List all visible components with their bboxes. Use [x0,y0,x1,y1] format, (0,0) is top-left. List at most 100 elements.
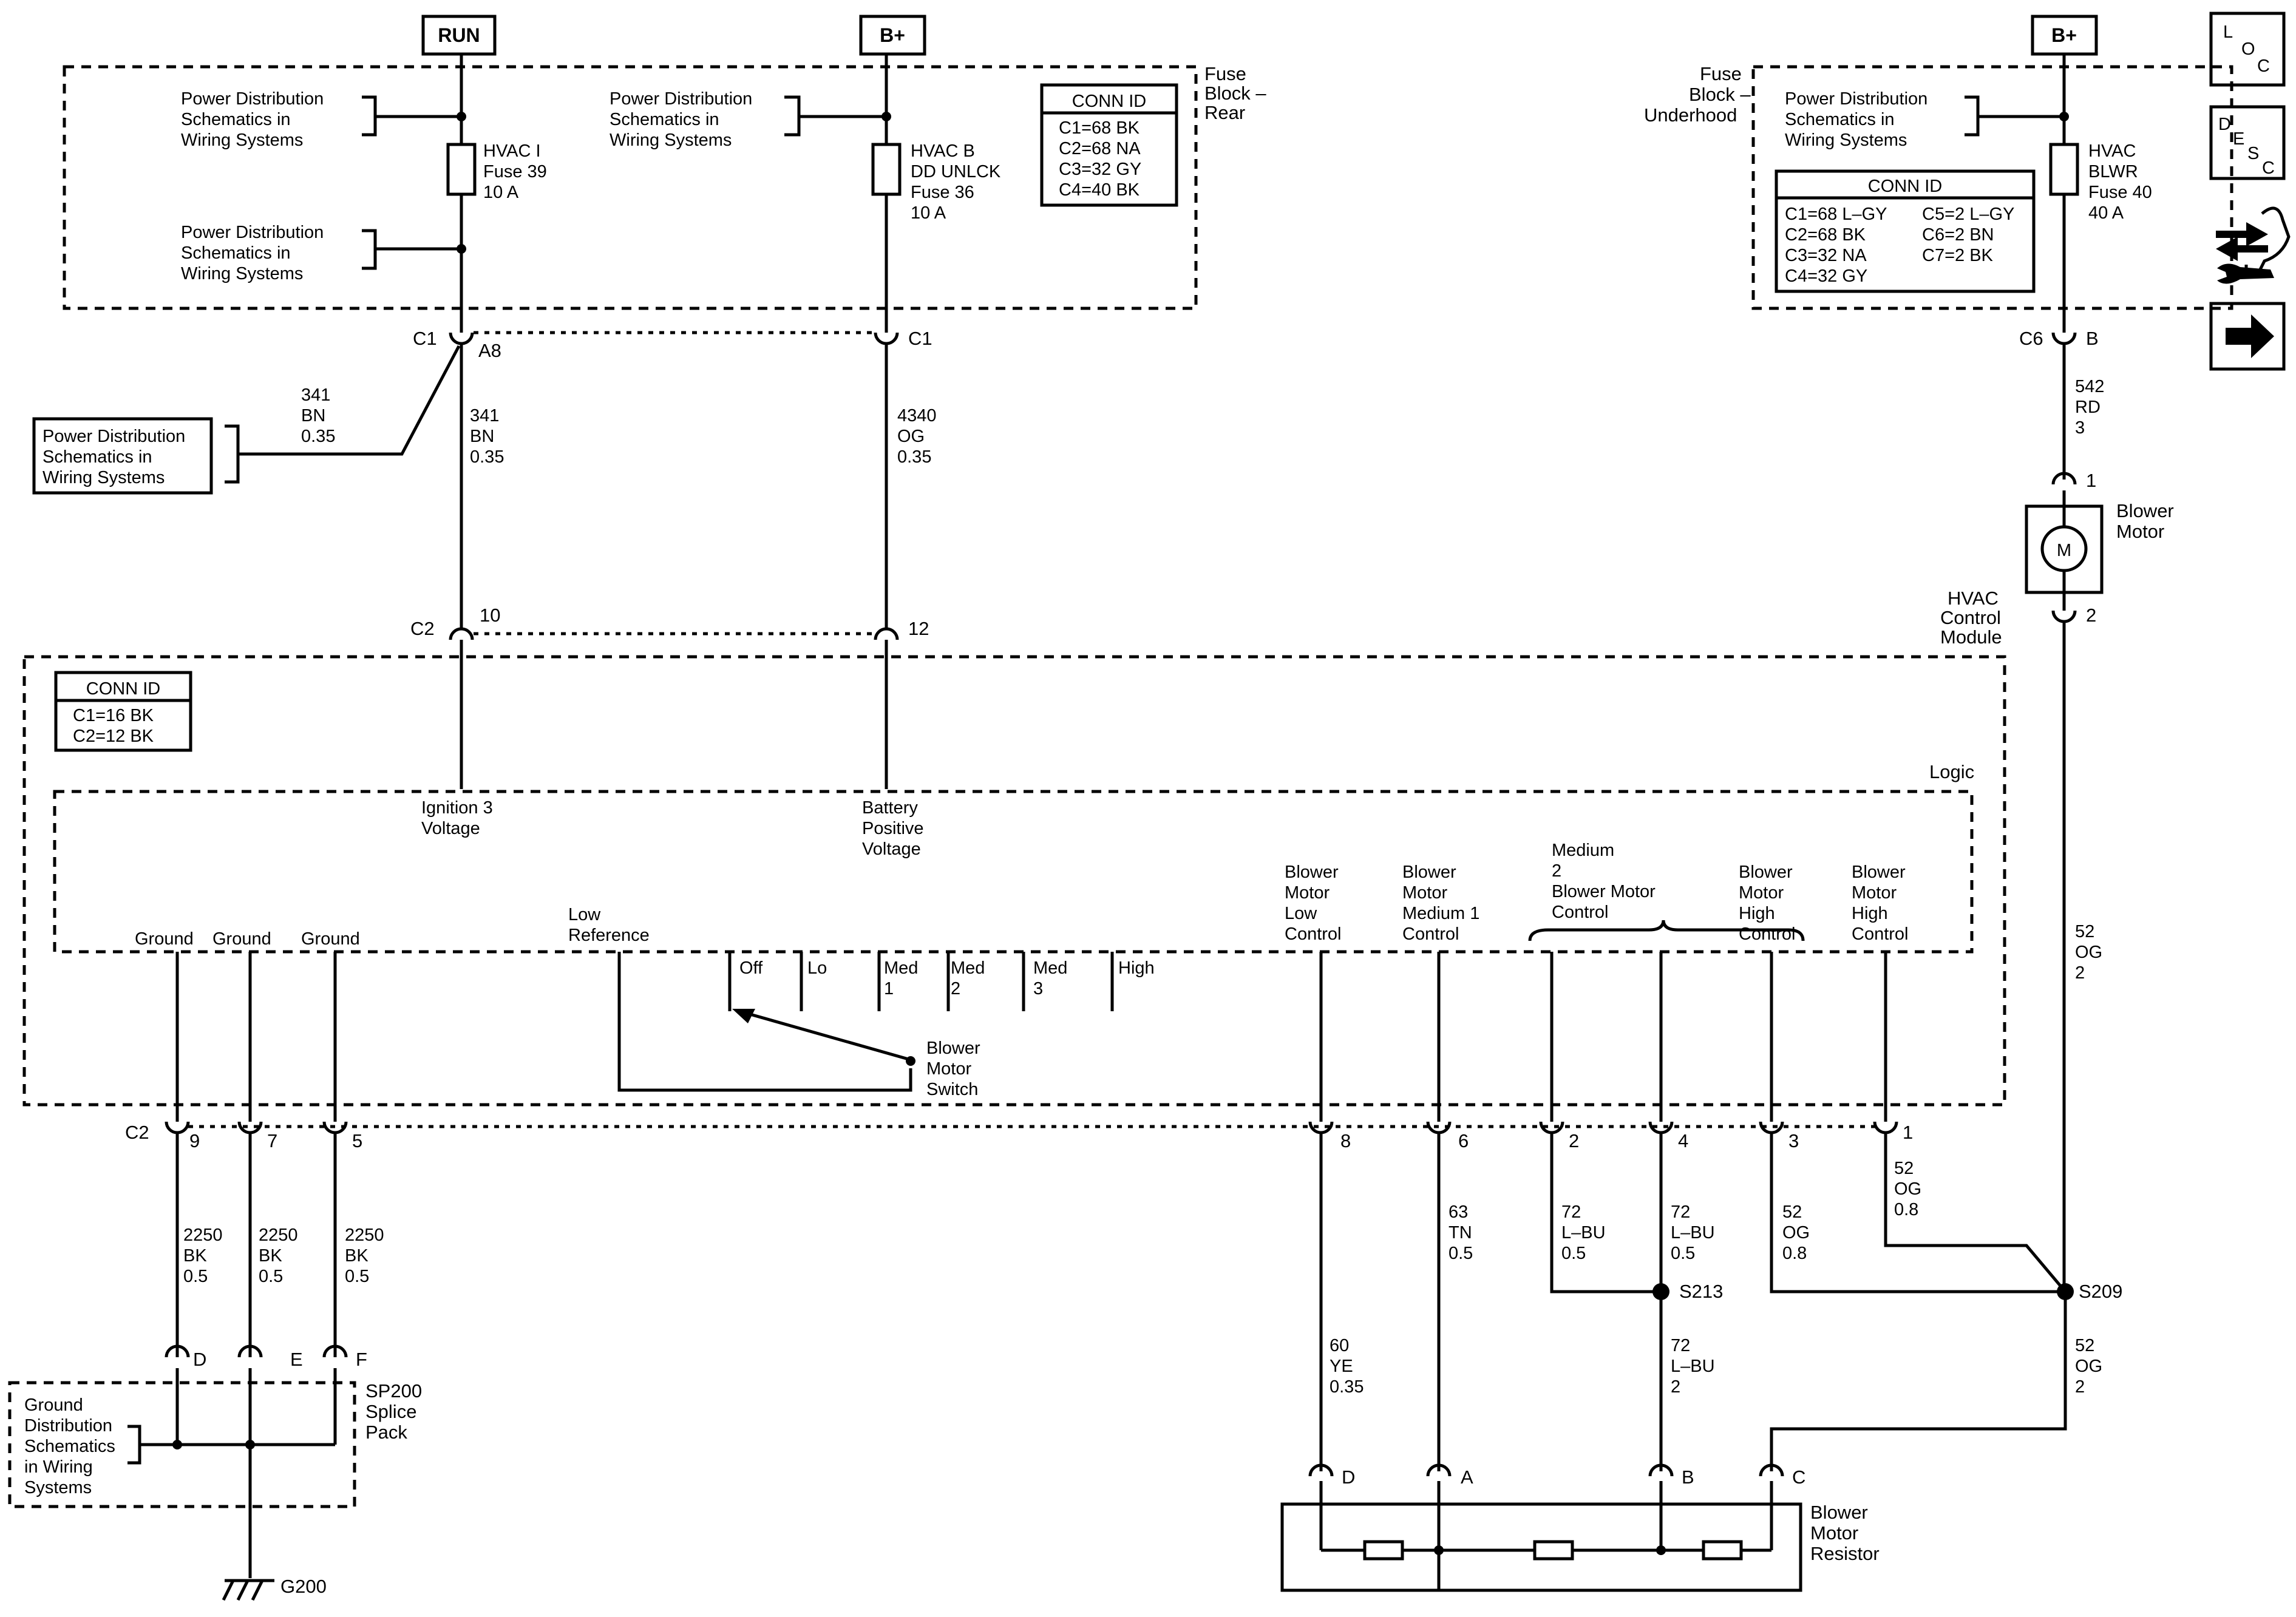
svg-text:Low: Low [1285,904,1317,923]
svg-text:Control: Control [1552,903,1609,922]
connector-wrench-icon[interactable] [2216,206,2291,284]
ground-distribution-ref: Ground Distribution Schematics in Wiring… [24,1395,177,1497]
arrow-right-icon[interactable] [2209,302,2286,371]
svg-text:3: 3 [1788,1130,1799,1151]
loc-button[interactable]: L O C [2209,12,2286,87]
svg-text:BK: BK [345,1246,369,1266]
svg-text:A8: A8 [478,340,501,361]
svg-text:HVAC: HVAC [2088,141,2136,161]
svg-text:CONN ID: CONN ID [86,679,160,699]
svg-text:Schematics in: Schematics in [610,110,719,129]
svg-text:Control: Control [1852,924,1909,944]
svg-text:Blower: Blower [1810,1502,1868,1523]
svg-text:Motor: Motor [1739,883,1784,903]
svg-text:0.8: 0.8 [1894,1200,1918,1219]
ctrl-med2-label: Medium 2 Blower Motor Control [1528,841,1805,941]
svg-text:0.5: 0.5 [1671,1244,1695,1263]
splice-pack-label: SP200 Splice Pack [365,1380,422,1443]
svg-text:0.5: 0.5 [1561,1244,1586,1263]
svg-text:D: D [1342,1466,1355,1488]
svg-text:C2=68 BK: C2=68 BK [1785,225,1866,245]
svg-text:Blower Motor: Blower Motor [1552,882,1656,901]
fuse-block-underhood-title: Fuse Block – Underhood [1644,63,1751,126]
svg-text:52: 52 [2075,922,2094,941]
svg-text:A: A [1461,1466,1473,1488]
svg-text:Power Distribution: Power Distribution [181,223,324,242]
svg-text:C1=16 BK: C1=16 BK [73,706,154,725]
svg-text:Ground: Ground [24,1395,83,1415]
fuse-block-rear-box [63,65,1198,310]
svg-text:DD UNLCK: DD UNLCK [911,162,1001,181]
svg-text:C2: C2 [410,618,435,639]
svg-text:2250: 2250 [345,1225,384,1245]
svg-text:Resistor: Resistor [1810,1543,1880,1564]
svg-text:12: 12 [908,618,929,639]
svg-text:Power Distribution: Power Distribution [42,427,185,446]
svg-text:341: 341 [301,385,330,405]
connector-c1-row: C1 A8 C1 [413,310,932,361]
svg-text:High: High [1739,904,1775,923]
low-reference-label: Low Reference [568,905,650,945]
wire-341-mid-label: 341 BN 0.35 [470,406,504,467]
power-distribution-ref-3: Power Distribution Schematics in Wiring … [610,89,886,150]
ctrl-low-label: Blower Motor Low Control [1285,863,1342,944]
desc-button[interactable]: D E S C [2209,105,2286,180]
svg-text:72: 72 [1561,1202,1581,1222]
svg-text:60: 60 [1330,1336,1349,1355]
svg-text:C3=32 GY: C3=32 GY [1059,160,1141,179]
wire-4340-label: 4340 OG 0.35 [897,406,937,467]
svg-text:0.5: 0.5 [1449,1244,1473,1263]
svg-text:341: 341 [470,406,499,425]
svg-text:OG: OG [1782,1223,1810,1242]
blower-motor-switch: Off Lo Med 1 Med 2 Med 3 High Blower Mot… [728,952,1155,1099]
run-supply-label: RUN [421,15,497,56]
svg-text:Med: Med [1033,958,1067,978]
svg-text:C: C [2257,56,2270,76]
blower-motor-label: Blower Motor [2116,500,2174,542]
svg-text:Medium: Medium [1552,841,1614,860]
svg-text:Wiring Systems: Wiring Systems [181,264,303,283]
svg-text:4340: 4340 [897,406,937,425]
ground-g200-label: G200 [280,1576,327,1597]
wire-542-label: 542 RD 3 [2075,377,2104,438]
svg-text:10 A: 10 A [911,203,946,223]
svg-text:Schematics in: Schematics in [181,243,291,263]
svg-text:Module: Module [1940,626,2002,648]
svg-text:OG: OG [2075,943,2102,962]
svg-text:Wiring Systems: Wiring Systems [1785,131,1907,150]
wire-52-c-label: 52 OG 2 [2075,1336,2102,1397]
blower-motor-resistor-network [1319,1481,1773,1590]
svg-text:Wiring Systems: Wiring Systems [42,468,165,487]
svg-text:M: M [2057,541,2071,560]
bplus-rear-supply-label: B+ [859,15,926,56]
connector-c6: C6 B [2019,328,2099,349]
svg-text:Block –: Block – [1204,83,1266,104]
svg-text:L–BU: L–BU [1671,1357,1715,1376]
svg-text:Voltage: Voltage [421,819,480,838]
svg-text:CONN ID: CONN ID [1868,177,1942,196]
wire-72-c-label: 72 L–BU 2 [1671,1336,1715,1397]
wire-60-label: 60 YE 0.35 [1330,1336,1364,1397]
svg-text:2250: 2250 [183,1225,223,1245]
svg-text:Voltage: Voltage [862,839,921,859]
svg-text:Ignition 3: Ignition 3 [421,798,493,818]
svg-text:B: B [1682,1466,1694,1488]
logic-label: Logic [1929,761,1974,782]
svg-text:Fuse 40: Fuse 40 [2088,183,2152,202]
svg-text:52: 52 [1782,1202,1802,1222]
svg-text:63: 63 [1449,1202,1468,1222]
svg-text:C: C [1792,1466,1805,1488]
wire-63-label: 63 TN 0.5 [1449,1202,1473,1263]
svg-text:9: 9 [189,1130,200,1151]
svg-text:Power Distribution: Power Distribution [1785,89,1927,109]
svg-text:0.5: 0.5 [259,1267,283,1286]
svg-text:2: 2 [2086,605,2096,626]
svg-text:2: 2 [2075,1377,2085,1397]
svg-text:C1: C1 [413,328,437,349]
svg-text:YE: YE [1330,1357,1353,1376]
svg-text:C4=32 GY: C4=32 GY [1785,266,1867,286]
svg-text:Switch: Switch [926,1080,978,1099]
svg-text:BK: BK [259,1246,282,1266]
fuse-40-symbol [2049,143,2079,196]
